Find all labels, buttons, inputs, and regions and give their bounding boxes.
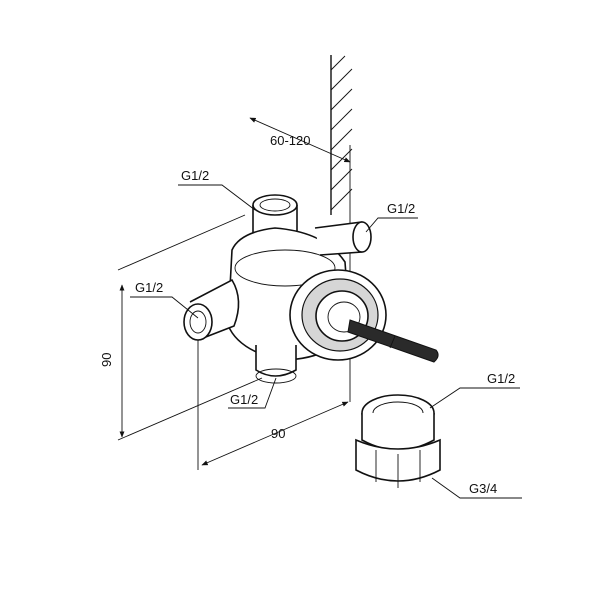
adapter-fitting	[355, 394, 441, 488]
svg-text:90: 90	[271, 426, 285, 441]
svg-text:G1/2: G1/2	[487, 371, 515, 386]
svg-text:G1/2: G1/2	[181, 168, 209, 183]
svg-text:G3/4: G3/4	[469, 481, 497, 496]
valve-body	[183, 194, 439, 384]
svg-text:90: 90	[99, 353, 114, 367]
label-adapter-top: G1/2	[429, 371, 520, 409]
svg-text:G1/2: G1/2	[135, 280, 163, 295]
svg-text:G1/2: G1/2	[230, 392, 258, 407]
label-left-inlet: G1/2	[130, 280, 199, 319]
depth-dimension: 60-120	[249, 117, 351, 395]
label-adapter-bottom: G3/4	[431, 477, 522, 499]
height-dimension: 90	[99, 214, 263, 441]
label-top-inlet: G1/2	[178, 168, 256, 211]
svg-text:G1/2: G1/2	[387, 201, 415, 216]
width-dimension: 90	[197, 340, 351, 470]
label-right-outlet: G1/2	[365, 201, 418, 233]
depth-label: 60-120	[270, 133, 310, 148]
wall	[330, 55, 353, 215]
